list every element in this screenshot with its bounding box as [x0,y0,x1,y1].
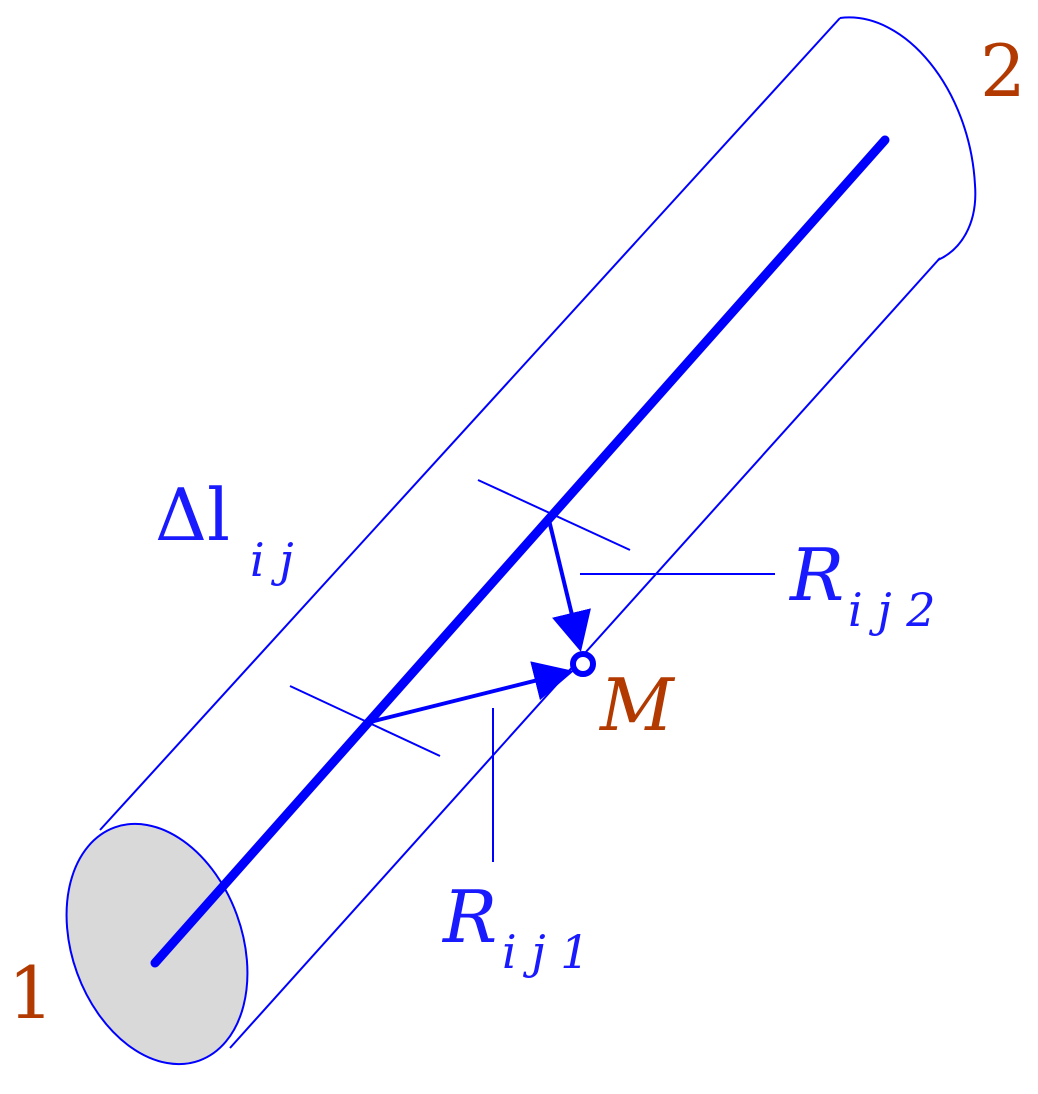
cylinder-top-edge [99,17,841,831]
r-ij2-label-sub: i j 2 [848,583,936,637]
cross-tick-upper [477,479,631,551]
r-ij1-label-main: R [441,875,497,959]
point-m-label: M [598,663,676,747]
segment-axis-line [150,135,890,968]
segment-label-sub: i j [250,533,294,587]
cylinder-end-1-cap [65,822,249,1066]
r-ij1-label-sub: i j 1 [502,925,590,979]
r-ij2-label-main: R [788,533,844,617]
cross-tick-lower [289,685,441,757]
end-2-label: 2 [980,29,1026,113]
point-m-marker [570,651,596,677]
cylinder-end-2-cap [839,16,977,261]
vector-r-ij1 [369,661,574,724]
end-1-label: 1 [8,951,54,1035]
segment-label-main: Δl [155,473,230,557]
vector-r-ij2 [546,515,591,652]
